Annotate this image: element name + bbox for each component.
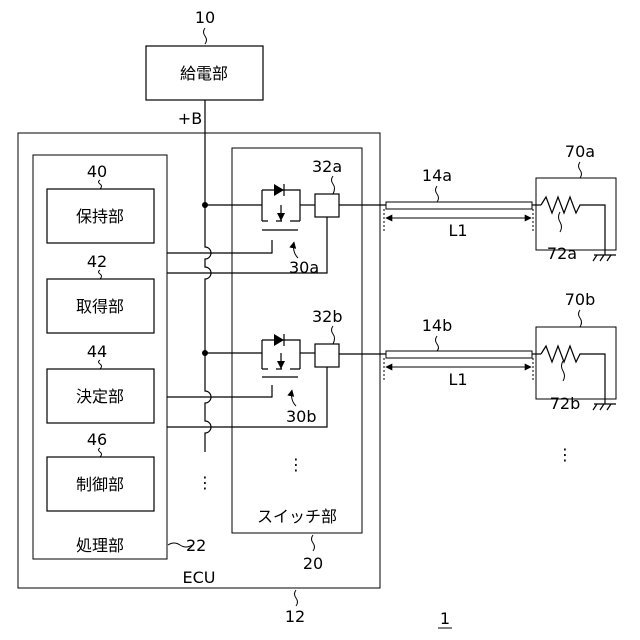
- block-leader-40: [99, 180, 102, 189]
- load-leader-70a: [579, 162, 582, 178]
- switch-unit-leader: [312, 535, 315, 551]
- gate-line-b: [167, 385, 272, 397]
- power-supply-ref: 10: [195, 8, 215, 27]
- supply-rail: ⋮: [197, 100, 213, 492]
- switch-unit-ref: 20: [303, 554, 323, 573]
- processing-unit: 処理部 22 40 保持部 42 取得部 44 決定部 46 制御部: [33, 155, 206, 559]
- wire-ref-14a: 14a: [422, 166, 452, 185]
- ground-a: [593, 255, 616, 261]
- control-lines: [167, 217, 327, 427]
- load-ellipsis: ⋮: [557, 445, 573, 464]
- supply-rail-line: [205, 100, 211, 452]
- load-ref-70a: 70a: [565, 142, 595, 161]
- sensor-leader-32a: [332, 176, 335, 194]
- rail-ellipsis: ⋮: [197, 473, 213, 492]
- block-leader-44: [99, 360, 102, 369]
- length-label-b: L1: [448, 370, 467, 389]
- block-ref-46: 46: [87, 430, 107, 449]
- length-label-a: L1: [448, 221, 467, 240]
- block-leader-46: [99, 448, 102, 457]
- sensor-box-32a: [315, 194, 339, 217]
- ground-b: [593, 404, 616, 410]
- resistor-ref-72a: 72a: [547, 244, 577, 263]
- fet-30a: [205, 184, 315, 230]
- wire-leader-14a: [436, 186, 439, 202]
- body-diode-b: [274, 334, 284, 346]
- sensor-box-32b: [315, 344, 339, 367]
- fet-arrow-b: [277, 361, 285, 369]
- ecu-leader: [295, 590, 298, 606]
- channel-b: 30b 32b 14b L1 70b 72b: [205, 290, 616, 426]
- wire-harness-14a: [386, 202, 532, 209]
- block-ref-44: 44: [87, 342, 107, 361]
- load-leader-70b: [579, 310, 582, 327]
- power-supply-leader: [204, 28, 207, 44]
- block-label-holding: 保持部: [76, 207, 124, 226]
- block-label-acquiring: 取得部: [76, 297, 124, 316]
- switch-unit: スイッチ部 20 ⋮: [232, 148, 362, 573]
- sensor-ref-32b: 32b: [312, 307, 343, 326]
- block-leader-42: [99, 270, 102, 279]
- channel-a: 30a 32a 14a L1 70a 72a: [205, 142, 616, 277]
- wire-harness-14b: [386, 351, 532, 358]
- fet-ref-30a: 30a: [289, 258, 319, 277]
- gate-line-a: [167, 240, 272, 253]
- resistor-leader-72b: [562, 361, 565, 381]
- body-diode-a: [274, 184, 284, 196]
- block-label-control: 制御部: [76, 475, 124, 494]
- switch-ellipsis: ⋮: [288, 455, 304, 474]
- block-ref-40: 40: [87, 162, 107, 181]
- resistor-leader-72a: [559, 212, 562, 232]
- processing-unit-label: 処理部: [76, 536, 124, 555]
- sensor-leader-32b: [332, 326, 335, 344]
- fet-arrow-a: [277, 213, 285, 221]
- processing-unit-ref: 22: [186, 536, 206, 555]
- fet-leader-30b: [292, 390, 297, 406]
- switch-unit-label: スイッチ部: [257, 507, 337, 526]
- wire-ref-14b: 14b: [422, 316, 453, 335]
- block-label-determining: 決定部: [76, 387, 124, 406]
- fet-30b: [205, 334, 315, 377]
- block-ref-42: 42: [87, 252, 107, 271]
- ecu-ref: 12: [285, 607, 305, 626]
- fet-leader-30a: [294, 242, 299, 258]
- resistor-ref-72b: 72b: [550, 394, 581, 413]
- load-ref-70b: 70b: [565, 290, 596, 309]
- figure-number: 1: [440, 609, 450, 628]
- wire-leader-14b: [436, 336, 439, 351]
- ecu-label: ECU: [183, 568, 216, 587]
- terminal-label: +B: [178, 109, 202, 128]
- sensor-ref-32a: 32a: [312, 157, 342, 176]
- fet-ref-30b: 30b: [286, 407, 317, 426]
- power-supply-label: 給電部: [180, 64, 228, 83]
